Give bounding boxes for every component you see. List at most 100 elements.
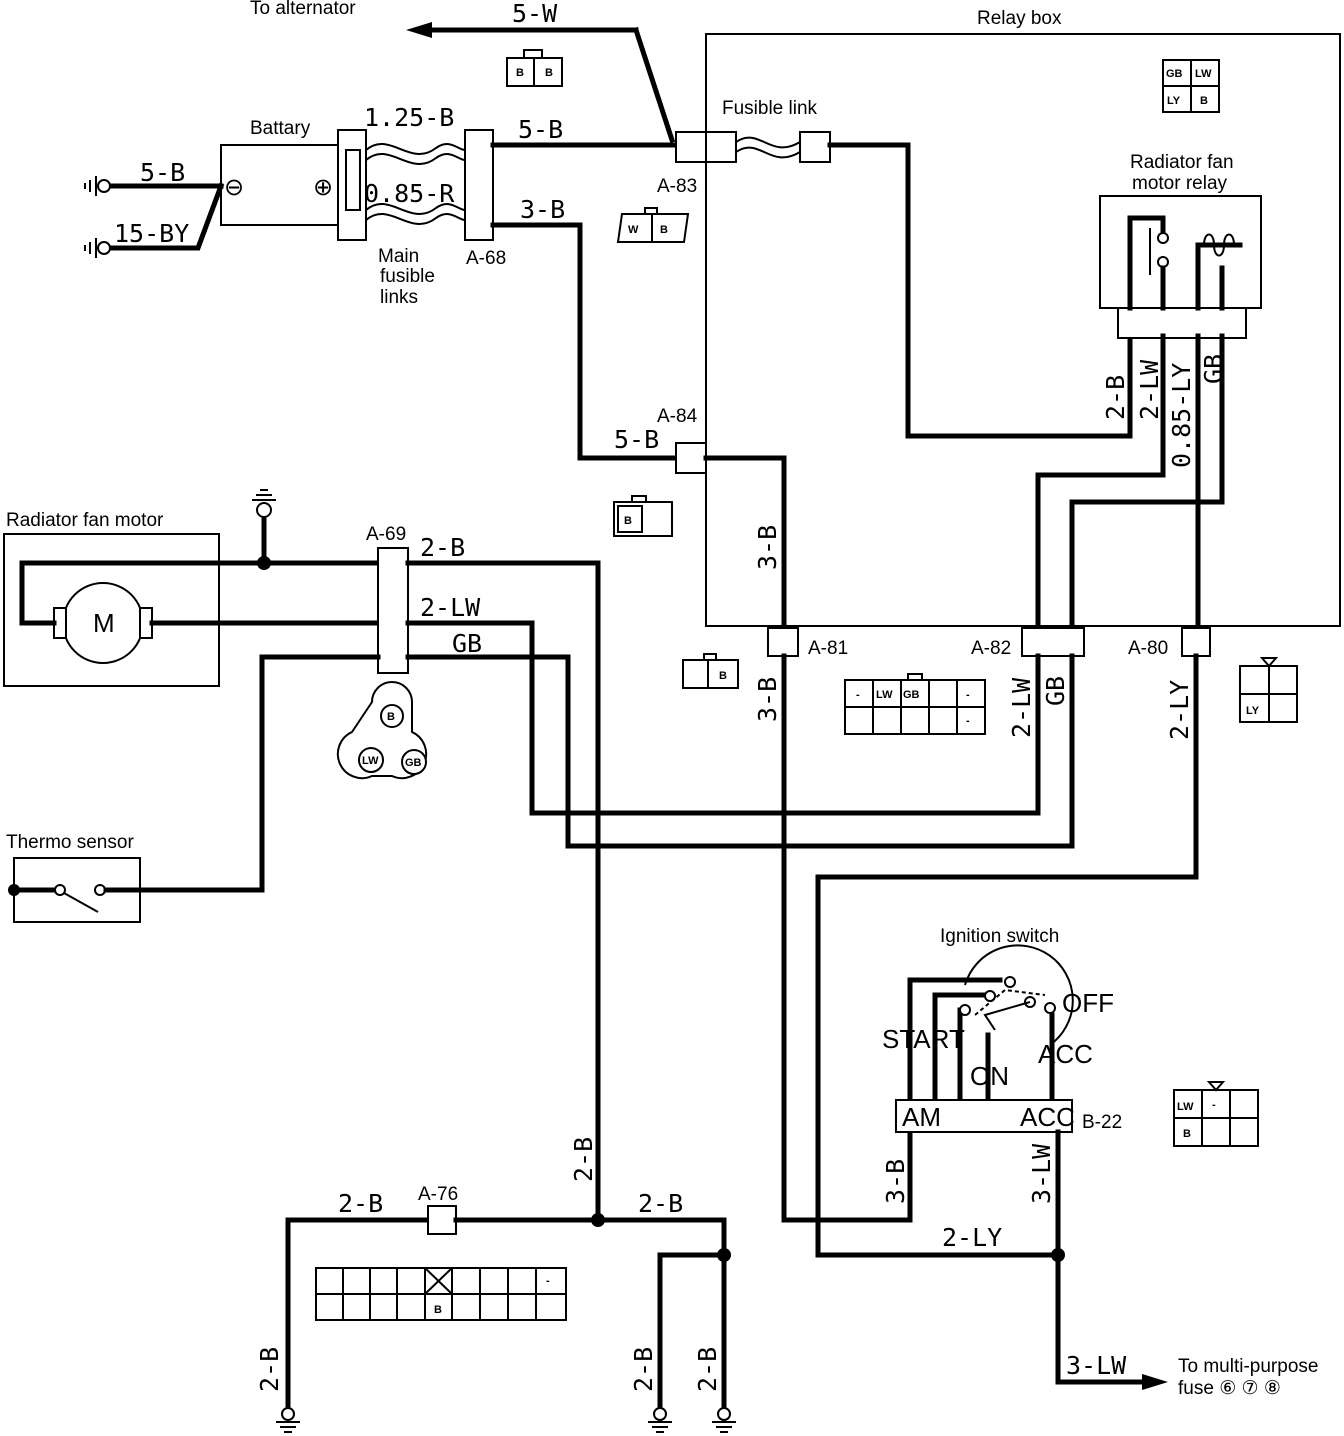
svg-text:LY: LY [1167,95,1181,107]
wire-2b-gnd1-label: 2-B [255,1347,284,1392]
connector-face-a81: B [682,653,739,689]
ignition-switch-label: Ignition switch [940,926,1059,947]
wire-2b-right-label: 2-B [638,1189,683,1218]
connector-a80-label: A-80 [1128,638,1168,659]
svg-text:B: B [719,670,727,682]
wire-5w-label: 5-W [512,0,558,28]
wire-2b-gnd3-label: 2-B [693,1347,722,1392]
wire-gb-a69 [405,653,1075,849]
wire-5w [632,26,676,144]
wire-5b-top-label: 5-B [518,115,563,144]
wire-2lw-a69 [405,620,1041,816]
wire-3b-top-label: 3-B [520,195,565,224]
wire-5b-label: 5-B [140,158,185,187]
wire-2b-relay-label: 2-B [1101,375,1130,420]
connector-a84 [675,442,707,474]
battery-plus: ⊕ [313,174,333,201]
radiator-fan-motor-box [3,533,220,687]
switch-icon [8,884,265,913]
junction-dot [717,1248,731,1262]
connector-a80 [1181,627,1211,657]
wire-motor-2b [19,560,381,626]
wire-2b-vert-label: 2-B [569,1137,598,1182]
wire-gb-a69-label: GB [452,629,482,658]
svg-text:B: B [1200,95,1208,107]
ground-icon [648,1407,672,1433]
wire-2b-relay [827,142,1133,439]
svg-text:B: B [624,515,632,527]
wire-085r-label: 0.85-R [364,179,455,208]
wire-2b-left [285,1217,431,1413]
wire-3lw-b22-label: 3-LW [1027,1143,1056,1204]
connector-face-a80: LY [1239,657,1298,723]
wire-2b-gnd2-label: 2-B [629,1347,658,1392]
svg-text:B: B [1183,1128,1191,1140]
relay-box [705,33,1341,627]
svg-text:B: B [545,67,553,79]
battery-minus: ⊖ [224,174,244,201]
svg-text:GB: GB [903,689,920,701]
svg-text:B: B [660,224,668,236]
ground-icon [84,176,111,196]
fusible-link [735,136,801,149]
wire-3lw-b22 [1055,1129,1153,1385]
radiator-fan-motor: M [53,582,153,664]
connector-face-a76: B - [315,1267,567,1321]
to-multi-purpose-label: fuse ⑥ ⑦ ⑧ [1178,1378,1281,1399]
wire-2lw-a69-label: 2-LW [420,593,481,622]
svg-text:-: - [856,689,860,701]
battery-label: Battary [250,118,311,139]
ignition-acc-label: ACC [1038,1039,1093,1069]
fusible-link-label: Fusible link [722,98,818,119]
junction-dot [257,556,271,570]
connector-face-a84: B [613,495,673,537]
connector-a69-label: A-69 [366,524,406,545]
wire-3lw-out-label: 3-LW [1066,1351,1127,1380]
svg-text:LW: LW [1195,68,1212,80]
svg-text:GB: GB [405,757,422,769]
main-fusible-label: fusible [380,266,435,287]
svg-text:B: B [516,67,524,79]
svg-text:B: B [387,711,395,723]
connector-a82-label: A-82 [971,638,1011,659]
to-alternator-label: To alternator [250,0,356,19]
wire-2b-left-label: 2-B [338,1189,383,1218]
ground-icon [712,1407,736,1433]
connector-a68-label: A-68 [466,248,506,269]
radiator-fan-motor-relay [1099,195,1262,339]
thermo-sensor-label: Thermo sensor [6,832,134,853]
wire-15by-ground [101,182,225,251]
svg-text:LW: LW [362,755,379,767]
ignition-start-label: START [882,1024,965,1054]
wire-3b-top [490,222,679,461]
ground-icon [276,1407,300,1433]
relay-label: Radiator fan [1130,152,1234,173]
connector-a76-label: A-76 [418,1184,458,1205]
radiator-fan-motor-label: Radiator fan motor [6,510,164,531]
svg-text:W: W [628,224,639,236]
wire-2lw-relay-label: 2-LW [1135,359,1164,420]
svg-text:LW: LW [1177,1101,1194,1113]
wire-2b-a69-label: 2-B [420,533,465,562]
wire-3b-a81-label: 3-B [753,677,782,722]
connector-a84-label: A-84 [657,406,698,427]
alternator-arrow [406,22,639,38]
ignition-on-label: ON [970,1061,1009,1091]
wire-5b-a84-label: 5-B [614,425,659,454]
connector-a83-label: A-83 [657,176,697,197]
connector-face-top: B B [506,49,563,87]
connector-face-a82: - LW GB - - [844,673,986,735]
svg-text:LW: LW [876,689,893,701]
pin-acc: ACC [1020,1102,1075,1132]
wire-15by-label: 15-BY [114,219,189,248]
ignition-off-label: OFF [1062,988,1114,1018]
svg-text:LY: LY [1246,705,1260,717]
connector-b22 [895,1099,1073,1133]
connector-a82 [1021,627,1085,657]
wire-125b-label: 1.25-B [364,103,454,132]
wire-gb-a82-label: GB [1041,676,1070,706]
junction-dot [1051,1248,1065,1262]
pin-am: AM [902,1102,941,1132]
ground-icon [252,489,276,518]
wire-2ly-bottom-label: 2-LY [942,1223,1002,1252]
